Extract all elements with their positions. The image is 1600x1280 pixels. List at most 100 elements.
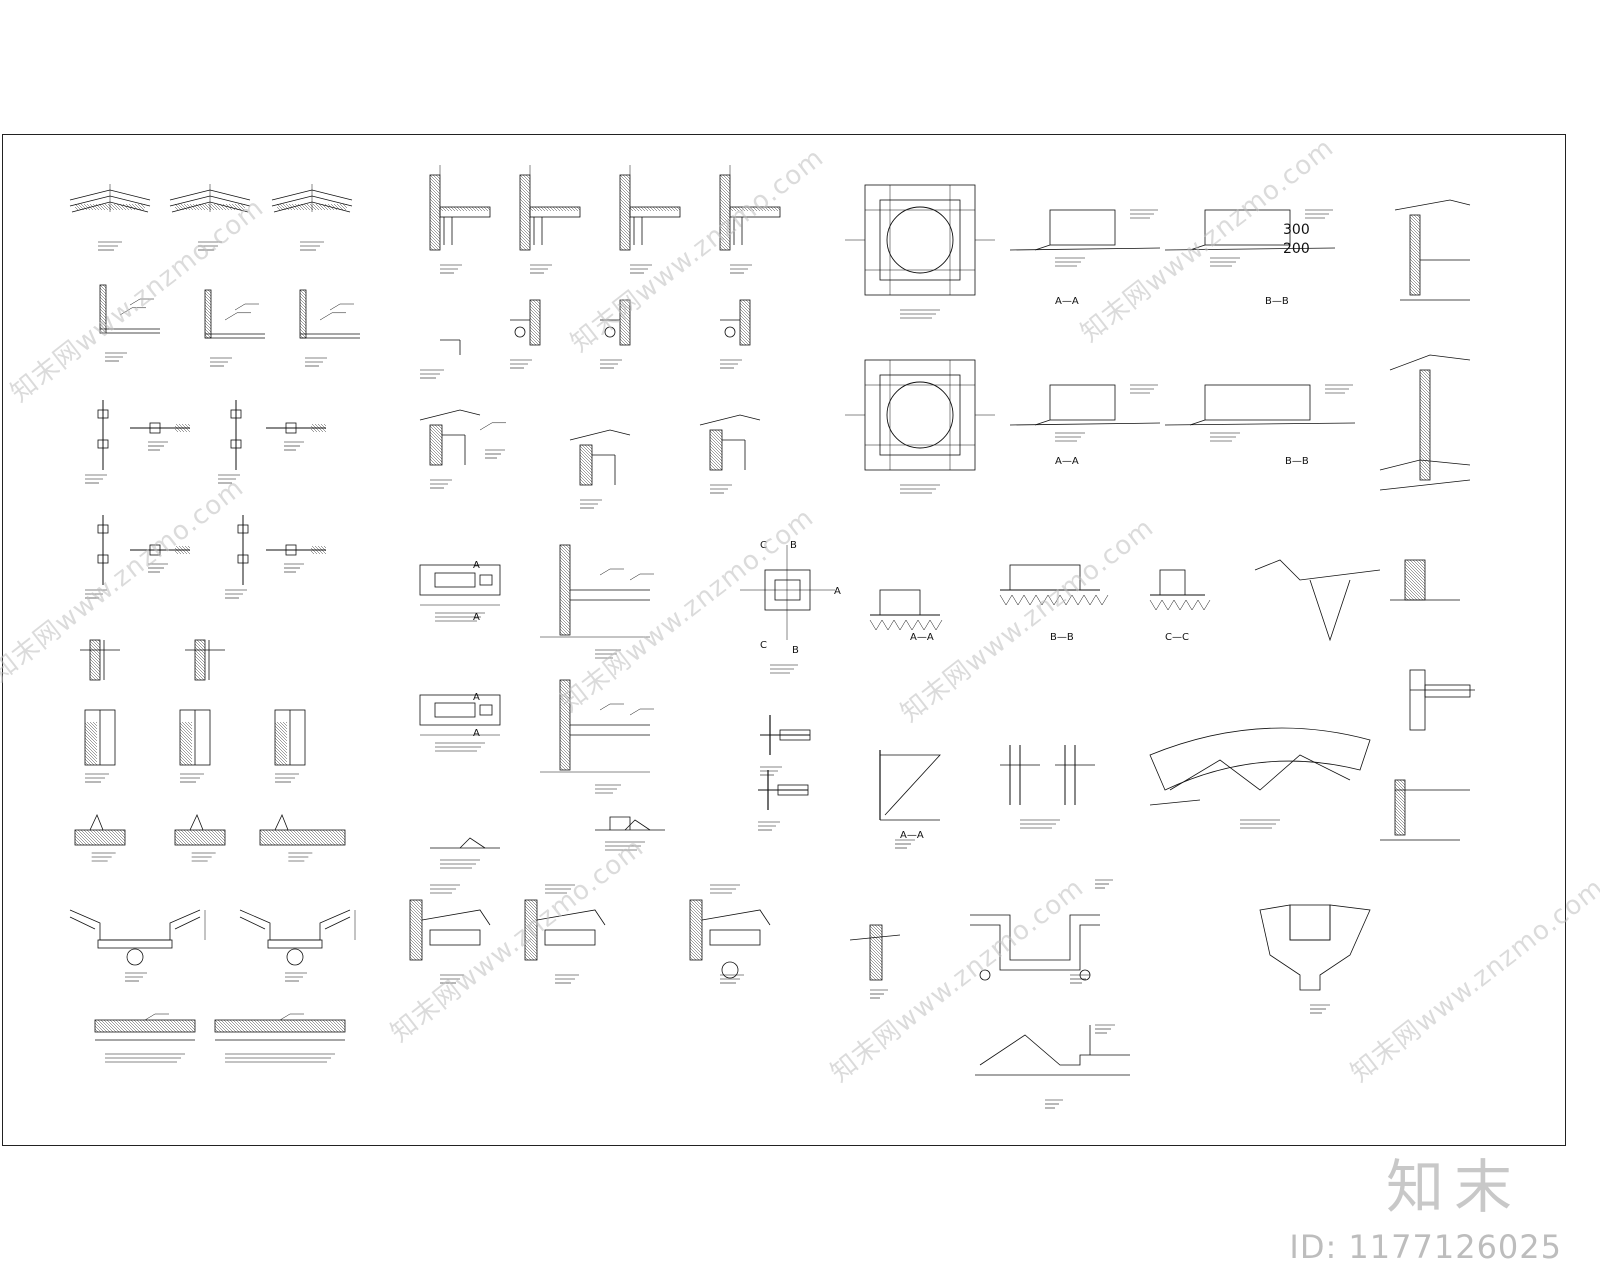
line-work [429, 425, 443, 439]
line-work [409, 917, 423, 931]
line-work [568, 544, 571, 547]
line-work [409, 944, 423, 958]
line-work [1409, 279, 1421, 291]
line-work [770, 206, 776, 212]
detail-outline [237, 554, 249, 564]
line-work [115, 1019, 129, 1033]
line-work [145, 1019, 159, 1033]
line-work [719, 222, 731, 234]
line-work [869, 970, 880, 981]
line-work [112, 1019, 126, 1033]
line-work [1404, 596, 1409, 601]
line-work [1419, 422, 1431, 434]
line-work [409, 929, 423, 943]
line-work [288, 203, 296, 211]
line-work [337, 829, 346, 838]
line-work [465, 206, 471, 212]
line-work [1409, 231, 1421, 243]
line-work [194, 640, 206, 652]
line-work [599, 568, 611, 576]
line-work [519, 207, 531, 219]
line-work [579, 445, 593, 459]
gutter-section [69, 909, 201, 941]
line-work [1419, 428, 1431, 440]
line-work [524, 902, 538, 916]
line-work [282, 203, 290, 211]
line-work [519, 234, 531, 246]
line-work [178, 1019, 192, 1033]
line-work [709, 436, 723, 450]
line-work [412, 899, 423, 910]
detail-outline [879, 199, 961, 281]
section-marker: A [473, 612, 480, 623]
line-work [559, 709, 571, 721]
line-work [709, 439, 723, 453]
line-work [739, 338, 747, 346]
line-work [179, 734, 193, 748]
line-work [195, 829, 212, 846]
line-work [1402, 779, 1406, 783]
line-work [89, 667, 101, 679]
detail-outline [529, 206, 581, 218]
line-work [1404, 572, 1426, 594]
line-work [1041, 594, 1049, 606]
line-work [95, 203, 103, 211]
line-work [722, 174, 731, 183]
line-work [559, 583, 571, 595]
line-work [328, 829, 345, 846]
line-work [619, 207, 631, 219]
line-work [590, 444, 593, 447]
line-work [169, 1019, 183, 1033]
detail-outline [709, 929, 761, 946]
line-work [74, 829, 91, 846]
detail-outline [434, 572, 476, 588]
line-work [294, 203, 302, 211]
line-work [519, 183, 531, 195]
line-work [429, 431, 443, 445]
line-work [1409, 228, 1421, 240]
line-work [519, 225, 531, 237]
line-work [459, 206, 465, 212]
line-work [1409, 264, 1421, 276]
line-work [689, 905, 703, 919]
line-work [524, 956, 529, 961]
line-work [207, 203, 215, 211]
line-work [899, 619, 907, 631]
line-work [711, 429, 723, 441]
line-work [297, 203, 305, 211]
line-work [559, 763, 567, 771]
line-work [719, 195, 731, 207]
line-work [299, 334, 304, 339]
line-work [529, 329, 541, 341]
line-work [256, 1019, 270, 1033]
line-work [529, 311, 541, 323]
line-work [559, 568, 571, 580]
line-work [274, 722, 288, 736]
line-work [291, 203, 299, 211]
line-work [99, 299, 107, 307]
line-work [198, 829, 215, 846]
detail-outline [1034, 244, 1051, 251]
detail-outline [970, 924, 1100, 971]
line-work [240, 203, 246, 209]
line-work [519, 240, 530, 251]
line-work [429, 237, 441, 249]
line-work [92, 203, 100, 211]
line-work [1409, 237, 1421, 249]
line-work [559, 757, 571, 769]
line-work [110, 829, 126, 845]
line-work [742, 299, 751, 308]
line-work [321, 203, 329, 211]
line-work [929, 619, 937, 631]
line-work [1404, 578, 1426, 600]
line-work [698, 899, 703, 904]
line-work [576, 206, 581, 211]
line-work [1419, 413, 1431, 425]
line-work [282, 721, 288, 727]
line-work [222, 203, 230, 211]
line-work [429, 204, 441, 216]
line-work [1404, 575, 1426, 597]
line-work [643, 206, 649, 212]
line-work [299, 295, 307, 303]
line-work [869, 952, 883, 966]
